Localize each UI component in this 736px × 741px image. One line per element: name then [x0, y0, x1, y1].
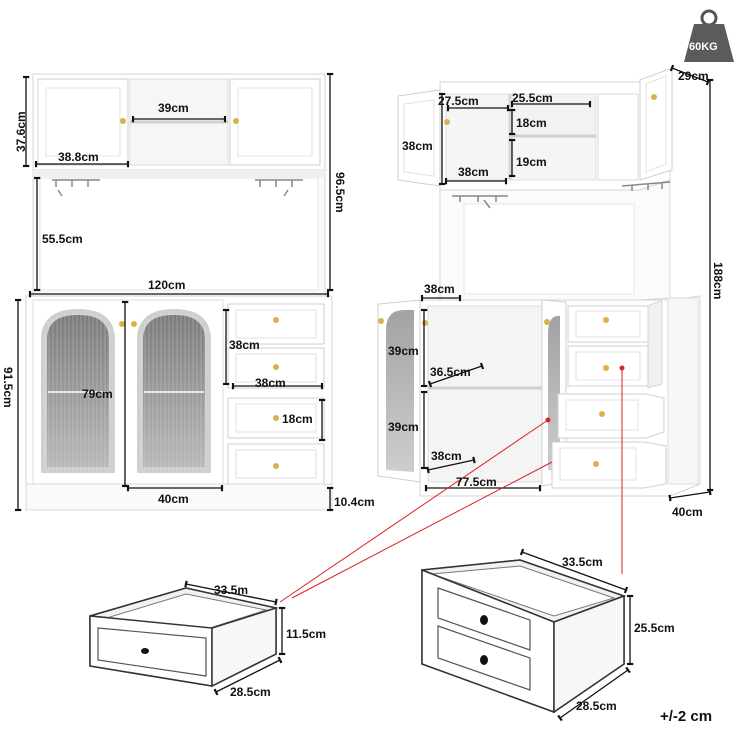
- side-shelf-lower-height: 39cm: [388, 420, 419, 434]
- side-shelf-upper-height: 39cm: [388, 344, 419, 358]
- front-base-height: 91.5cm: [1, 367, 15, 408]
- weight-icon: [684, 9, 734, 62]
- side-shelf-top-height: 18cm: [516, 116, 547, 130]
- side-total-height: 188cm: [711, 262, 725, 300]
- side-base-top-width: 38cm: [424, 282, 455, 296]
- large-drawer-height: 25.5cm: [634, 621, 675, 635]
- front-drawer-height: 18cm: [282, 412, 313, 426]
- front-top-middle-width: 39cm: [158, 101, 189, 115]
- side-base-bottom-width: 38cm: [431, 449, 462, 463]
- open-view-glass-rack-right: [621, 181, 671, 191]
- front-top-height: 37.6cm: [14, 111, 28, 152]
- side-top-depth: 29cm: [678, 69, 709, 83]
- wine-glass-rack-right: [255, 179, 303, 197]
- side-top-right-width: 25.5cm: [512, 91, 553, 105]
- side-top-inner-width: 38cm: [458, 165, 489, 179]
- top-right-door: [229, 78, 321, 166]
- side-base-inner-width: 77.5cm: [456, 475, 497, 489]
- small-drawer-width: 33.5m: [214, 583, 249, 597]
- open-top-right-door: [639, 67, 673, 181]
- open-top-left-door: [397, 89, 441, 187]
- top-left-door: [37, 78, 129, 166]
- large-drawer-width: 33.5cm: [562, 555, 603, 569]
- front-drawer-width: 38cm: [255, 376, 286, 390]
- front-view-cabinet: [25, 73, 333, 511]
- drawer-callout-lines: [279, 365, 625, 603]
- open-view-drawers: [551, 299, 667, 489]
- small-drawer-depth: 28.5cm: [230, 685, 271, 699]
- small-drawer-detail: [89, 587, 279, 688]
- front-door-width: 40cm: [158, 492, 189, 506]
- front-leg-height: 10.4cm: [334, 495, 375, 509]
- open-view-cabinet: [377, 67, 701, 497]
- weight-label: 60KG: [689, 41, 718, 53]
- tolerance-note: +/-2 cm: [660, 708, 713, 725]
- front-glass-door-height: 79cm: [82, 387, 113, 401]
- side-top-left-width: 27.5cm: [438, 94, 479, 108]
- small-drawer-height: 11.5cm: [286, 627, 327, 641]
- front-drawers: [227, 303, 325, 485]
- side-bottom-depth: 40cm: [672, 505, 703, 519]
- wine-glass-rack-left: [52, 179, 100, 197]
- large-drawer-depth: 28.5cm: [576, 699, 617, 713]
- front-drawer-stack-height: 38cm: [229, 338, 260, 352]
- open-view-glass-rack-left: [452, 195, 508, 209]
- front-top-door-width: 38.8cm: [58, 150, 99, 164]
- front-open-height: 55.5cm: [42, 232, 83, 246]
- side-top-door-height: 38cm: [402, 139, 433, 153]
- side-shelf-depth: 36.5cm: [430, 365, 471, 379]
- side-shelf-bottom-height: 19cm: [516, 155, 547, 169]
- front-total-width: 120cm: [148, 278, 186, 292]
- front-hutch-height: 96.5cm: [333, 172, 347, 213]
- large-drawer-detail: [421, 559, 627, 714]
